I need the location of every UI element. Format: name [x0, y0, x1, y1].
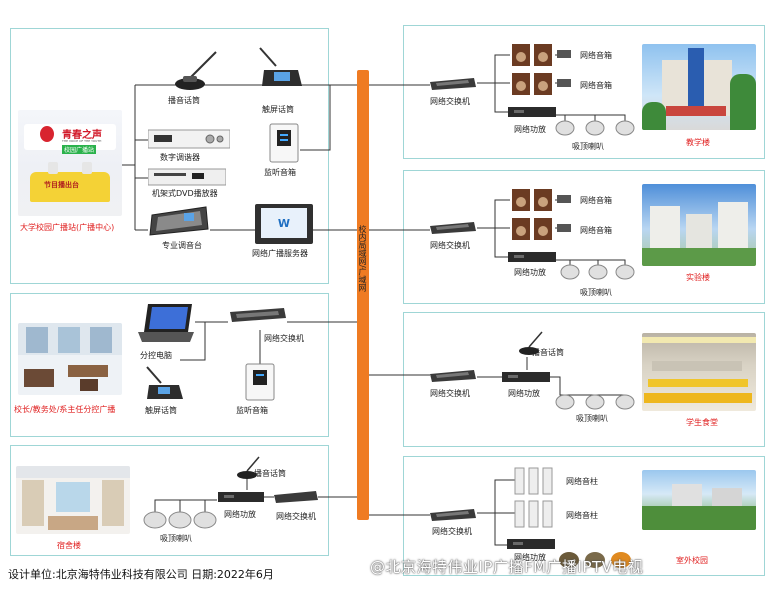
teaching-speaker-1-adapter-icon	[557, 50, 571, 58]
outdoor-amp-label: 网络功放	[514, 553, 546, 562]
backbone-label: 校内局域网/广域网	[358, 225, 367, 292]
teaching-speaker2-label: 网络音箱	[580, 81, 612, 90]
dorm-photo	[16, 466, 130, 534]
outdoor-column-1-icon	[514, 467, 553, 495]
center-caption: 大学校园广播站(广播中心)	[20, 223, 115, 232]
lab-caption: 实验楼	[686, 273, 710, 282]
canteen-ceiling-label: 吸顶喇叭	[576, 414, 608, 423]
office-switch-label: 网络交换机	[264, 334, 304, 343]
outdoor-column1-label: 网络音柱	[566, 477, 598, 486]
teaching-amp-label: 网络功放	[514, 125, 546, 134]
dorm-caption: 宿舍楼	[57, 541, 81, 550]
monitor-speaker-icon	[269, 123, 299, 163]
lab-speaker1-label: 网络音箱	[580, 196, 612, 205]
dorm-mic-label: 播音话筒	[254, 469, 286, 478]
touch-mic-icon	[259, 47, 302, 86]
lab-speaker-2-icon	[512, 218, 552, 240]
studio-sign-text: 青春之声	[62, 130, 102, 141]
outdoor-lawn-speakers-icon	[559, 552, 631, 568]
center-server-label: 网络广播服务器	[252, 249, 308, 258]
center-dvd-label: 机架式DVD播放器	[152, 189, 218, 198]
dorm-switch-label: 网络交换机	[276, 512, 316, 521]
dorm-amp-label: 网络功放	[224, 510, 256, 519]
outdoor-column2-label: 网络音柱	[566, 511, 598, 520]
office-monitor-label: 监听音箱	[236, 406, 268, 415]
outdoor-campus-photo	[642, 470, 756, 530]
teaching-ceiling-label: 吸顶喇叭	[572, 142, 604, 151]
office-touch-mic-icon	[146, 366, 183, 399]
studio-sign-sub: 校园广播站	[62, 145, 97, 154]
dorm-ceiling-label: 吸顶喇叭	[160, 534, 192, 543]
outdoor-switch-label: 网络交换机	[432, 527, 472, 536]
lab-switch-icon	[430, 222, 476, 234]
dvd-player-icon	[148, 168, 226, 186]
lab-amp-icon	[508, 252, 556, 262]
svg-text:W: W	[278, 217, 290, 230]
teaching-speaker-2-adapter-icon	[557, 79, 571, 87]
center-touch-mic-label: 触屏话筒	[262, 105, 294, 114]
lab-speaker-1-icon	[512, 189, 552, 211]
canteen-switch-icon	[430, 370, 476, 382]
backbone-network-bar	[357, 70, 369, 520]
canteen-mic-label: 播音话筒	[532, 348, 564, 357]
footer-design-unit: 设计单位:北京海特伟业科技有限公司 日期:2022年6月	[8, 568, 274, 581]
canteen-mic-icon	[519, 331, 543, 355]
outdoor-amp-icon	[507, 539, 555, 549]
outdoor-caption: 室外校园	[676, 556, 708, 565]
office-pc-label: 分控电脑	[140, 351, 172, 360]
office-monitor-icon	[245, 363, 275, 401]
mixer-console-icon	[149, 206, 209, 236]
lab-speaker-2-adapter-icon	[557, 224, 571, 232]
office-photo	[18, 323, 122, 395]
canteen-switch-label: 网络交换机	[430, 389, 470, 398]
center-tuner-label: 数字调谐器	[160, 153, 200, 162]
outdoor-column-2-icon	[514, 500, 553, 528]
office-switch-icon	[230, 308, 286, 322]
office-caption: 校长/教务处/系主任分控广播	[14, 405, 116, 414]
canteen-amp-label: 网络功放	[508, 389, 540, 398]
lab-ceiling-label: 吸顶喇叭	[580, 288, 612, 297]
center-monitor-label: 监听音箱	[264, 168, 296, 177]
teaching-building-photo	[642, 44, 756, 130]
lab-building-photo	[642, 184, 756, 266]
canteen-caption: 学生食堂	[686, 418, 718, 427]
office-mic-label: 触屏话筒	[145, 406, 177, 415]
dorm-mic-icon	[237, 456, 260, 479]
lab-speaker2-label: 网络音箱	[580, 226, 612, 235]
dorm-switch-icon	[274, 491, 318, 503]
watermark-text: @北京海特伟业IP广播FM广播IPTV电视	[370, 558, 644, 576]
teaching-switch-icon	[430, 78, 476, 90]
teaching-speaker-2-icon	[512, 73, 552, 95]
teaching-ceiling-icon	[555, 120, 635, 136]
teaching-speaker-1-icon	[512, 44, 552, 66]
control-pc-icon	[138, 304, 194, 342]
canteen-amp-icon	[502, 372, 550, 382]
broadcast-studio-photo: 青春之声 THE VOICE OF THE YOUTH 校园广播站 节目播出台	[18, 110, 122, 216]
teaching-caption: 教学楼	[686, 138, 710, 147]
teaching-speaker1-label: 网络音箱	[580, 51, 612, 60]
lab-speaker-1-adapter-icon	[557, 195, 571, 203]
studio-desk-text: 节目播出台	[44, 181, 79, 189]
broadcast-server-icon: W	[255, 204, 313, 244]
dorm-amp-icon	[218, 492, 264, 502]
outdoor-switch-icon	[430, 509, 476, 521]
studio-sign-english: THE VOICE OF THE YOUTH	[62, 139, 102, 143]
canteen-photo	[642, 333, 756, 411]
lab-ceiling-icon	[560, 264, 635, 280]
dorm-ceiling-speakers-icon	[143, 511, 217, 529]
announce-mic-icon	[175, 51, 217, 90]
lab-switch-label: 网络交换机	[430, 241, 470, 250]
canteen-ceiling-icon	[555, 394, 635, 410]
teaching-amp-icon	[508, 107, 556, 117]
lab-amp-label: 网络功放	[514, 268, 546, 277]
teaching-switch-label: 网络交换机	[430, 97, 470, 106]
studio-mic-icon	[40, 126, 54, 142]
center-mixer-label: 专业调音台	[162, 241, 202, 250]
digital-tuner-icon	[148, 129, 230, 149]
center-mic-label: 播音话筒	[168, 96, 200, 105]
